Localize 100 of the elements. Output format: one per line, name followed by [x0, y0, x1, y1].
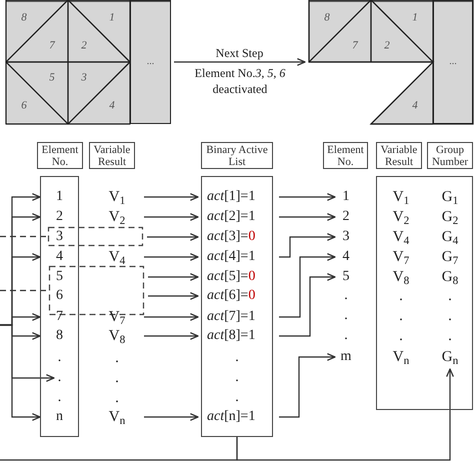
- active-flag-entry: act[6]=0: [202, 287, 272, 305]
- element-number: 3: [81, 72, 87, 84]
- mesh-column: [130, 0, 171, 124]
- arrow: [147, 233, 199, 241]
- continuation-dot: .: [114, 349, 120, 368]
- element-number: 2: [81, 40, 87, 52]
- element-number: 5: [337, 268, 355, 286]
- group-number: G$_{7}$: [436, 247, 464, 267]
- arrow: [144, 313, 199, 321]
- continuation-dot: .: [445, 286, 455, 306]
- column-header: Variable Result: [376, 142, 422, 169]
- continuation-dot: .: [114, 369, 120, 388]
- element-number: 4: [337, 248, 355, 266]
- element-list-box: [40, 176, 79, 437]
- arrow: [148, 273, 199, 281]
- continuation-dot: .: [445, 326, 455, 346]
- active-flag-entry: act[8]=1: [202, 327, 272, 345]
- active-flag-entry: act[1]=1: [202, 188, 272, 206]
- active-list-box: [201, 176, 273, 437]
- continuation-dot: .: [396, 286, 406, 306]
- element-number: 8: [41, 327, 78, 345]
- continuation-dot: .: [232, 389, 242, 407]
- element-number: 7: [49, 40, 55, 52]
- active-flag-entry: act[3]=0: [202, 228, 272, 246]
- column-header: Binary Active List: [201, 142, 273, 169]
- active-flag-entry: act[5]=0: [202, 268, 272, 286]
- arrow: [279, 213, 336, 221]
- element-number: 8: [21, 12, 27, 24]
- dashed-line: [0, 236, 48, 238]
- continuation-dot: .: [114, 389, 120, 408]
- variable-result: V$_{4}$: [94, 247, 140, 267]
- arrow: [279, 353, 336, 418]
- arrow: [144, 253, 199, 261]
- continuation-dot: .: [232, 369, 242, 387]
- mesh-panel: [6, 0, 171, 124]
- variable-result: V$_{2}$: [94, 207, 140, 227]
- variable-result: V$_{8}$: [94, 326, 140, 346]
- dashed-highlight-box: [48, 227, 143, 246]
- variable-result: V$_{1}$: [387, 187, 415, 207]
- variable-result: V$_{1}$: [94, 187, 140, 207]
- variable-result: V$_{n}$: [387, 347, 415, 367]
- element-number: 3: [55, 228, 64, 246]
- arrow: [279, 193, 336, 201]
- active-flag-entry: act[7]=1: [202, 308, 272, 326]
- continuation-dot: .: [343, 287, 349, 305]
- variable-result: V$_{n}$: [94, 407, 140, 427]
- active-flag-entry: act[n]=1: [202, 408, 272, 426]
- connector-line: [0, 437, 238, 461]
- ellipsis-text: ...: [449, 57, 457, 67]
- element-number: 6: [21, 100, 27, 112]
- active-flag-entry: act[4]=1: [202, 248, 272, 266]
- column-header: Variable Result: [89, 142, 135, 169]
- column-header: Element No.: [37, 142, 83, 169]
- arrow: [279, 253, 336, 318]
- edge-label: Next Step: [216, 46, 264, 60]
- mesh-column: [433, 0, 473, 124]
- continuation-dot: .: [343, 327, 349, 345]
- arrow: [279, 273, 336, 337]
- element-number: 4: [41, 248, 78, 266]
- arrow: [148, 292, 199, 300]
- column-header: Group Number: [427, 142, 473, 169]
- active-flag-entry: act[2]=1: [202, 208, 272, 226]
- variable-result: V$_{2}$: [387, 207, 415, 227]
- element-number: 8: [324, 12, 330, 24]
- continuation-dot: .: [232, 349, 242, 367]
- arrow: [144, 193, 199, 201]
- group-number: G$_{2}$: [436, 207, 464, 227]
- element-number: m: [337, 348, 355, 366]
- result-table-box: [376, 176, 473, 410]
- element-number: 7: [352, 40, 358, 52]
- arrow: [144, 413, 199, 421]
- element-number: 1: [337, 188, 355, 206]
- ellipsis-text: ...: [146, 57, 154, 67]
- continuation-dot: .: [55, 349, 64, 367]
- element-number: 4: [109, 100, 115, 112]
- arrow: [236, 368, 454, 461]
- arrow: [144, 332, 199, 340]
- continuation-dot: .: [396, 326, 406, 346]
- variable-result: V$_{4}$: [387, 227, 415, 247]
- element-number: 5: [49, 72, 55, 84]
- element-number: 5: [55, 268, 64, 286]
- element-number: 2: [384, 40, 390, 52]
- element-number: 4: [412, 100, 418, 112]
- group-number: G$_{8}$: [436, 267, 464, 287]
- element-number: 2: [41, 208, 78, 226]
- continuation-dot: .: [343, 307, 349, 325]
- step-note: Element No.3, 5, 6 deactivated: [194, 65, 286, 97]
- continuation-dot: .: [445, 306, 455, 326]
- element-number: n: [41, 408, 78, 426]
- element-number: 1: [109, 12, 115, 24]
- mesh-panel: [309, 0, 473, 124]
- arrow: [0, 324, 41, 421]
- element-number: 1: [41, 188, 78, 206]
- dashed-line: [0, 290, 49, 292]
- element-number: 2: [337, 208, 355, 226]
- column-header: Element No.: [323, 142, 368, 169]
- element-number: 3: [337, 228, 355, 246]
- arrow: [174, 58, 306, 66]
- variable-result: V$_{8}$: [387, 267, 415, 287]
- arrow: [279, 233, 336, 258]
